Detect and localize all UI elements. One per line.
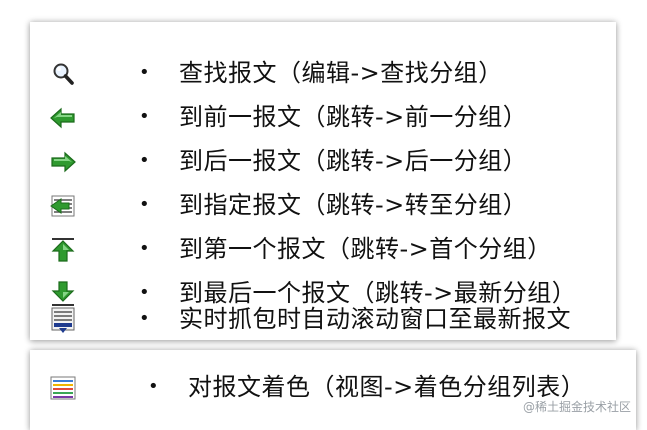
legend-text-autoscroll: 实时抓包时自动滚动窗口至最新报文 [179,305,571,333]
bottom-toolbar-legend-card: • 对报文着色（视图->着色分组列表） [30,350,636,430]
goto-packet-icon[interactable] [48,192,78,220]
legend-text-colorize: 对报文着色（视图->着色分组列表） [188,373,586,401]
legend-text-next: 到后一报文（跳转->后一分组） [179,147,528,175]
first-packet-icon[interactable] [48,236,78,264]
bullet: • [139,150,150,171]
right-arrow-icon[interactable] [48,148,78,176]
top-toolbar-legend-card: • 查找报文（编辑->查找分组） • 到前一报文（跳转->前一分组） • 到后一… [30,22,616,340]
bullet: • [148,376,159,397]
legend-row-colorize: • 对报文着色（视图->着色分组列表） [30,366,636,410]
legend-row-goto: • 到指定报文（跳转->转至分组） [30,184,616,228]
legend-text-first: 到第一个报文（跳转->首个分组） [179,235,552,263]
autoscroll-icon[interactable] [48,306,78,334]
watermark: @稀土掘金技术社区 [518,397,635,416]
left-arrow-icon[interactable] [48,104,78,132]
legend-text-find: 查找报文（编辑->查找分组） [179,59,503,87]
bullet: • [139,194,150,215]
bullet: • [139,308,150,329]
bullet: • [139,106,150,127]
legend-row-autoscroll-content: • 实时抓包时自动滚动窗口至最新报文 [30,298,616,342]
last-packet-icon[interactable] [48,280,78,308]
legend-text-goto: 到指定报文（跳转->转至分组） [179,191,528,219]
legend-row-first: • 到第一个报文（跳转->首个分组） [30,228,616,272]
bullet: • [139,62,150,83]
legend-row-next: • 到后一报文（跳转->后一分组） [30,140,616,184]
bullet: • [139,238,150,259]
legend-text-last: 到最后一个报文（跳转->最新分组） [179,279,577,307]
bullet: • [139,282,150,303]
legend-row-find: • 查找报文（编辑->查找分组） [30,52,616,96]
legend-text-prev: 到前一报文（跳转->前一分组） [179,103,528,131]
legend-row-last: • 到最后一个报文（跳转->最新分组） [30,272,616,316]
magnifier-icon[interactable] [48,60,78,88]
colorize-icon[interactable] [48,374,78,402]
legend-row-prev: • 到前一报文（跳转->前一分组） [30,96,616,140]
